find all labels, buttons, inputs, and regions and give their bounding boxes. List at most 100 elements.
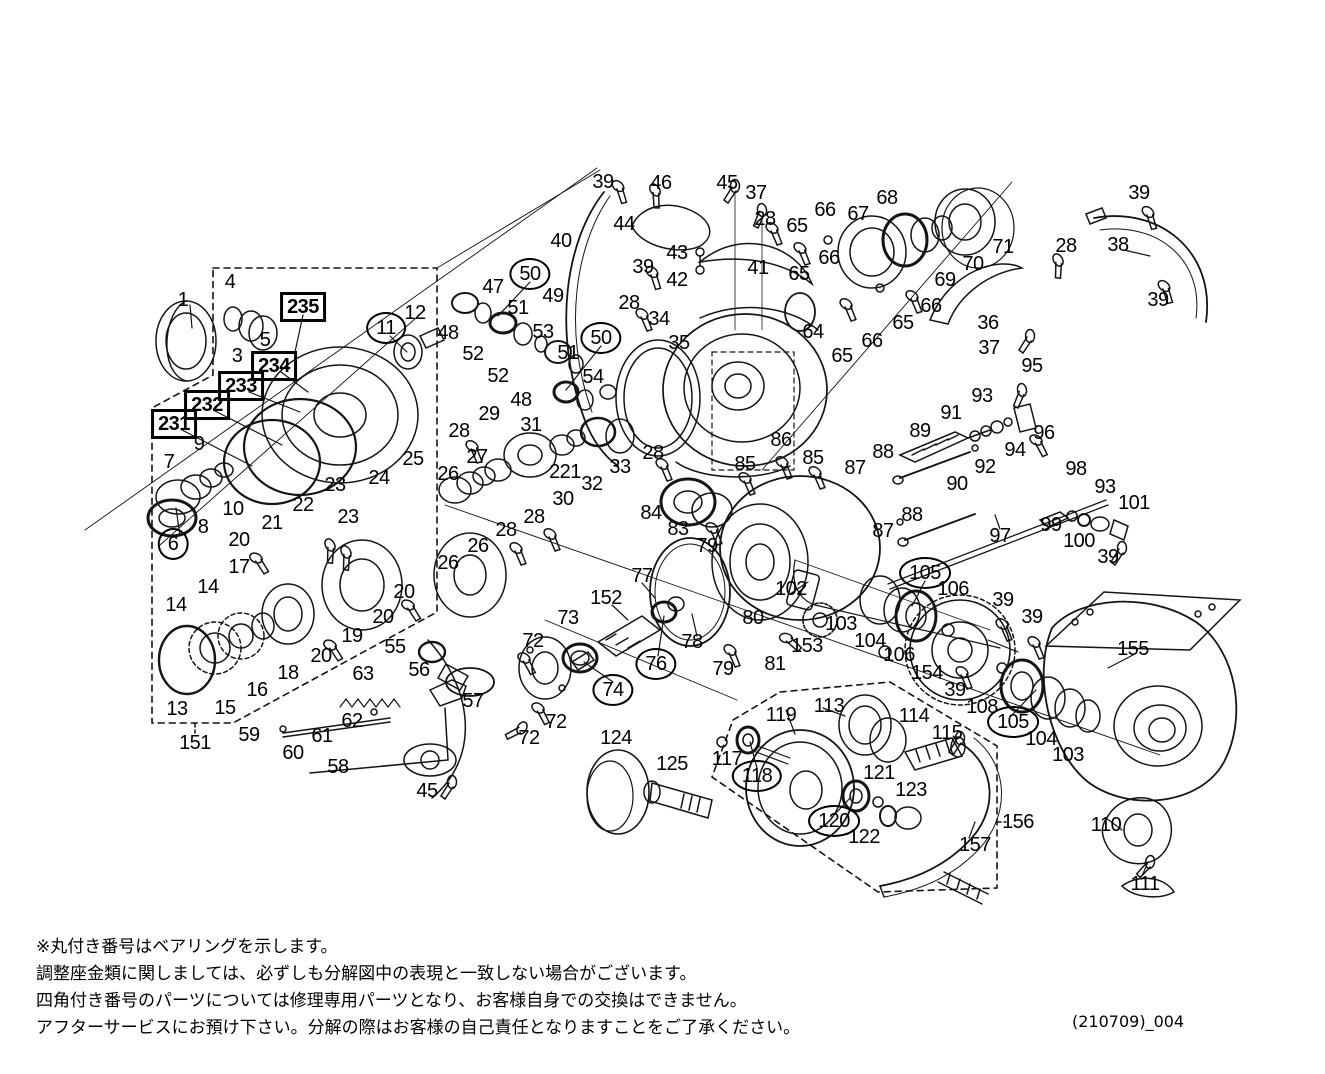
part-label-111: 111 bbox=[1130, 873, 1160, 895]
roller-clutch-group bbox=[837, 187, 1072, 354]
part-label-73: 73 bbox=[557, 607, 579, 629]
part-label-76: 76 bbox=[635, 648, 677, 680]
footnotes: ※丸付き番号はベアリングを示します。 調整座金類に関しましては、必ずしも分解図中… bbox=[36, 934, 800, 1042]
part-label-114: 114 bbox=[898, 705, 930, 727]
part-label-48: 48 bbox=[510, 389, 532, 411]
part-label-43: 43 bbox=[666, 242, 688, 264]
part-label-31: 31 bbox=[520, 414, 542, 436]
part-label-156: 156 bbox=[1002, 811, 1034, 833]
part-label-20: 20 bbox=[228, 529, 250, 551]
part-label-30: 30 bbox=[552, 488, 574, 510]
part-label-88: 88 bbox=[872, 441, 894, 463]
part-label-36: 36 bbox=[977, 312, 999, 334]
part-label-14: 14 bbox=[165, 594, 187, 616]
part-label-37: 37 bbox=[745, 182, 767, 204]
part-label-113: 113 bbox=[813, 695, 845, 717]
part-label-80: 80 bbox=[742, 607, 764, 629]
part-label-105: 105 bbox=[899, 557, 951, 589]
part-label-78: 78 bbox=[681, 631, 703, 653]
part-label-122: 122 bbox=[848, 826, 880, 848]
part-label-12: 12 bbox=[404, 302, 426, 324]
part-label-106: 106 bbox=[937, 578, 969, 600]
part-label-33: 33 bbox=[609, 456, 631, 478]
part-label-39: 39 bbox=[632, 256, 654, 278]
footnote-line: 四角付き番号のパーツについては修理専用パーツとなり、お客様自身での交換はできませ… bbox=[36, 991, 747, 1011]
footnote-line: 調整座金類に関しましては、必ずしも分解図中の表現と一致しない場合がございます。 bbox=[36, 964, 697, 984]
part-label-157: 157 bbox=[959, 834, 991, 856]
footnote-line: アフターサービスにお預け下さい。分解の際はお客様の自己責任となりますことをご了承… bbox=[36, 1018, 801, 1038]
part-label-51: 51 bbox=[557, 342, 579, 364]
part-label-26: 26 bbox=[437, 552, 459, 574]
part-label-65: 65 bbox=[892, 312, 914, 334]
part-label-93: 93 bbox=[971, 385, 993, 407]
part-label-74: 74 bbox=[592, 674, 634, 706]
part-label-70: 70 bbox=[962, 253, 984, 275]
part-label-27: 27 bbox=[466, 446, 488, 468]
part-label-105: 105 bbox=[987, 706, 1039, 738]
part-label-24: 24 bbox=[368, 467, 390, 489]
part-label-67: 67 bbox=[847, 203, 869, 225]
part-label-152: 152 bbox=[590, 587, 622, 609]
part-label-41: 41 bbox=[747, 257, 769, 279]
part-label-232: 232 bbox=[184, 390, 230, 420]
part-label-91: 91 bbox=[940, 402, 962, 424]
part-label-50: 50 bbox=[509, 258, 551, 290]
part-label-104: 104 bbox=[1025, 728, 1057, 750]
part-label-53: 53 bbox=[532, 321, 554, 343]
part-label-28: 28 bbox=[1055, 235, 1077, 257]
part-label-8: 8 bbox=[197, 516, 209, 538]
part-label-39: 39 bbox=[1021, 606, 1043, 628]
part-label-16: 16 bbox=[246, 679, 268, 701]
part-label-231: 231 bbox=[151, 409, 197, 439]
part-label-39: 39 bbox=[1128, 182, 1150, 204]
part-label-22: 22 bbox=[292, 494, 314, 516]
part-label-57: 57 bbox=[462, 690, 484, 712]
part-label-54: 54 bbox=[582, 366, 604, 388]
part-label-5: 5 bbox=[259, 329, 271, 351]
part-label-3: 3 bbox=[231, 345, 243, 367]
guard-group bbox=[1085, 203, 1209, 323]
part-label-77: 77 bbox=[631, 565, 653, 587]
part-label-29: 29 bbox=[478, 403, 500, 425]
part-label-151: 151 bbox=[179, 732, 211, 754]
part-label-96: 96 bbox=[1033, 422, 1055, 444]
part-label-59: 59 bbox=[238, 724, 260, 746]
part-label-58: 58 bbox=[327, 756, 349, 778]
part-label-155: 155 bbox=[1117, 638, 1149, 660]
part-label-87: 87 bbox=[872, 520, 894, 542]
part-label-38: 38 bbox=[1107, 234, 1129, 256]
part-label-90: 90 bbox=[946, 473, 968, 495]
part-label-121: 121 bbox=[863, 762, 895, 784]
part-label-60: 60 bbox=[282, 742, 304, 764]
part-label-98: 98 bbox=[1065, 458, 1087, 480]
part-label-39: 39 bbox=[1147, 289, 1169, 311]
part-label-46: 46 bbox=[650, 172, 672, 194]
part-label-44: 44 bbox=[613, 213, 635, 235]
part-label-221: 221 bbox=[549, 461, 581, 483]
part-label-125: 125 bbox=[656, 753, 688, 775]
part-label-101: 101 bbox=[1118, 492, 1150, 514]
part-label-117: 117 bbox=[711, 748, 743, 770]
body-group bbox=[649, 444, 979, 670]
part-label-9: 9 bbox=[193, 433, 205, 455]
part-label-23: 23 bbox=[337, 506, 359, 528]
part-label-19: 19 bbox=[341, 625, 363, 647]
group-box-spool bbox=[151, 267, 438, 724]
part-label-62: 62 bbox=[341, 710, 363, 732]
rotor-group bbox=[615, 306, 828, 478]
part-label-28: 28 bbox=[448, 420, 470, 442]
part-label-39: 39 bbox=[592, 171, 614, 193]
part-label-103: 103 bbox=[1052, 744, 1084, 766]
part-label-26: 26 bbox=[437, 463, 459, 485]
part-label-97: 97 bbox=[989, 525, 1011, 547]
part-label-124: 124 bbox=[600, 727, 632, 749]
part-label-7: 7 bbox=[163, 451, 175, 473]
part-label-64: 64 bbox=[802, 321, 824, 343]
part-label-108: 108 bbox=[966, 696, 998, 718]
part-label-50: 50 bbox=[580, 322, 622, 354]
part-label-123: 123 bbox=[895, 779, 927, 801]
part-label-233: 233 bbox=[218, 371, 264, 401]
part-label-35: 35 bbox=[668, 332, 690, 354]
part-label-39: 39 bbox=[992, 589, 1014, 611]
